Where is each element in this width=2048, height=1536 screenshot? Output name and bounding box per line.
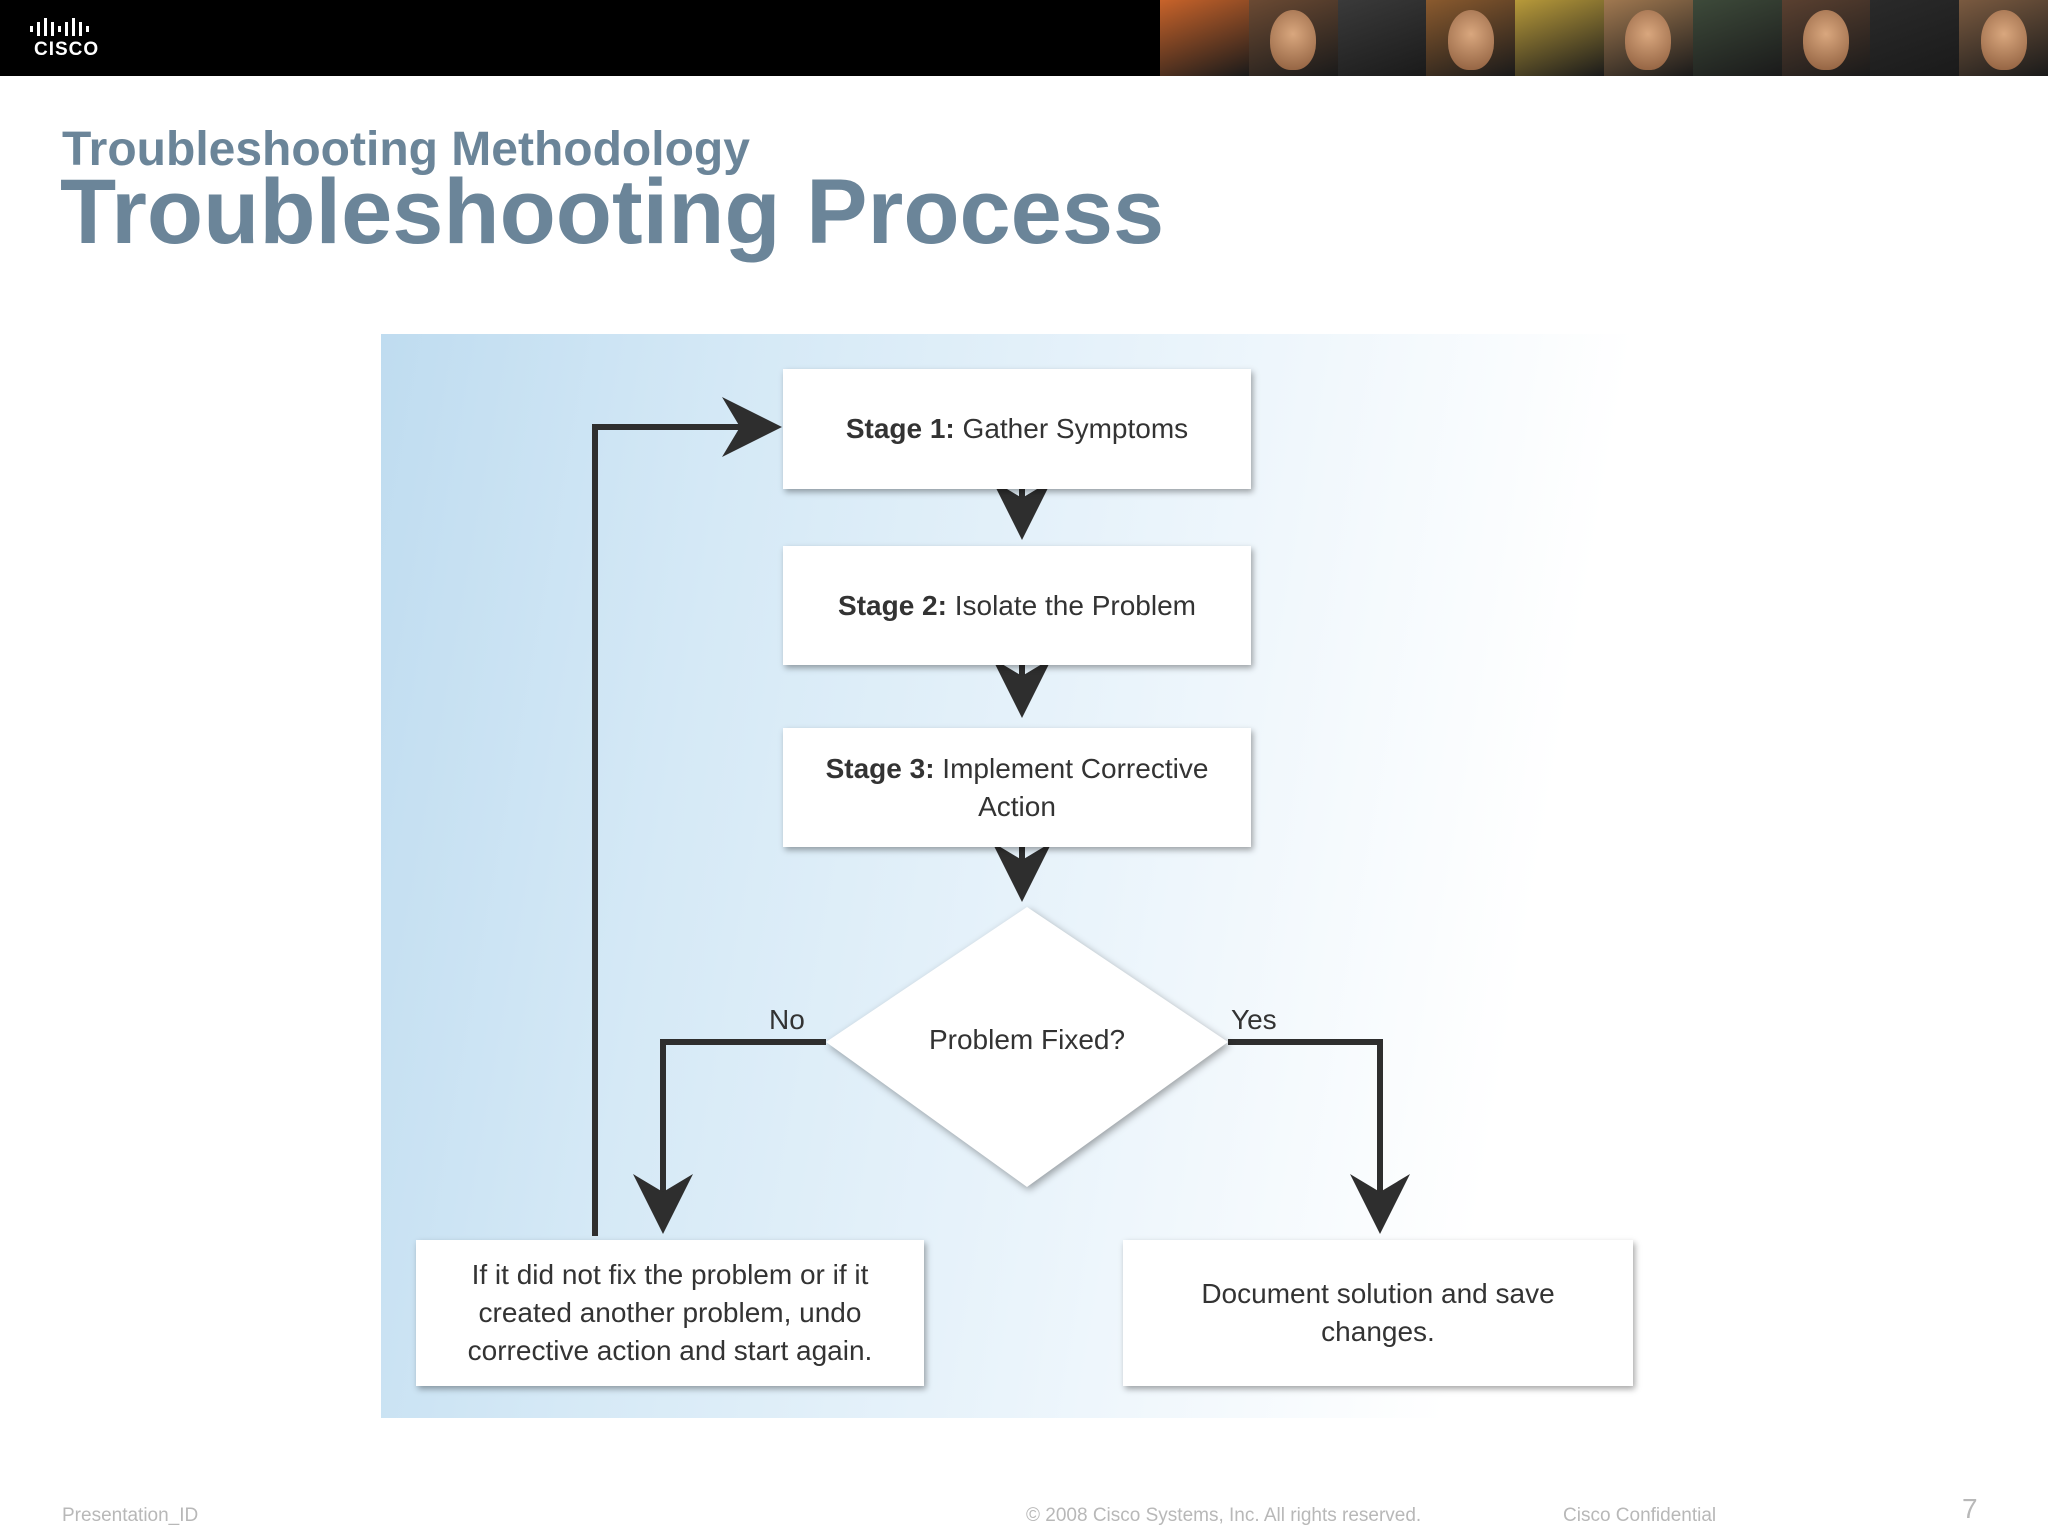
stage3-box: Stage 3: Implement Corrective Action (783, 728, 1251, 847)
logo-wordmark: CISCO (34, 39, 100, 60)
photo-strip (1160, 0, 2048, 76)
decision-label: Problem Fixed? (928, 1024, 1126, 1055)
slide-title: Troubleshooting Process (60, 161, 1165, 263)
stage3-label: Stage 3: (825, 752, 935, 784)
yes-result-text: Document solution and save changes. (1201, 1278, 1555, 1347)
photo-tile (1870, 0, 1960, 76)
footer-copyright: © 2008 Cisco Systems, Inc. All rights re… (1026, 1505, 1422, 1526)
no-label: No (769, 1004, 805, 1035)
stage3-text: Implement Corrective Action (934, 752, 1209, 822)
photo-tile (1160, 0, 1249, 76)
footer-confidential: Cisco Confidential (1563, 1505, 1717, 1526)
photo-tile (1515, 0, 1604, 76)
no-result-text: If it did not fix the problem or if it c… (467, 1259, 873, 1366)
flowchart: Stage 1: Gather Symptoms Stage 2: Isolat… (381, 334, 1666, 1418)
footer-presentation-id: Presentation_ID (62, 1505, 199, 1526)
cisco-logo: CISCO (28, 16, 138, 64)
photo-tile (1781, 0, 1871, 76)
stage1-box: Stage 1: Gather Symptoms (783, 369, 1251, 489)
photo-tile (1692, 0, 1782, 76)
photo-tile (1603, 0, 1693, 76)
stage1-text: Gather Symptoms (954, 413, 1189, 444)
face-icon (1980, 10, 2027, 70)
photo-tile (1248, 0, 1338, 76)
photo-tile (1959, 0, 2048, 76)
stage1-label: Stage 1: (845, 413, 955, 444)
stage2-box: Stage 2: Isolate the Problem (783, 546, 1251, 665)
face-icon (1802, 10, 1849, 70)
flowchart-connectors (592, 397, 1410, 1236)
decision-diamond (826, 907, 1228, 1187)
no-result-box: If it did not fix the problem or if it c… (416, 1240, 924, 1386)
arrow-loop-back (592, 397, 782, 1236)
stage2-label: Stage 2: (838, 589, 947, 621)
slide-subtitle: Troubleshooting Methodology (62, 123, 750, 176)
yes-label: Yes (1231, 1004, 1277, 1035)
top-banner: CISCO (0, 0, 2048, 76)
face-icon (1270, 10, 1317, 70)
face-icon (1625, 10, 1672, 70)
photo-tile (1337, 0, 1427, 76)
page-number: 7 (1962, 1493, 1978, 1524)
arrow-no-branch (633, 1039, 826, 1234)
arrow-yes-branch (1228, 1039, 1410, 1234)
photo-tile (1426, 0, 1516, 76)
stage2-text: Isolate the Problem (946, 589, 1196, 621)
face-icon (1447, 10, 1494, 70)
yes-result-box: Document solution and save changes. (1123, 1240, 1633, 1386)
